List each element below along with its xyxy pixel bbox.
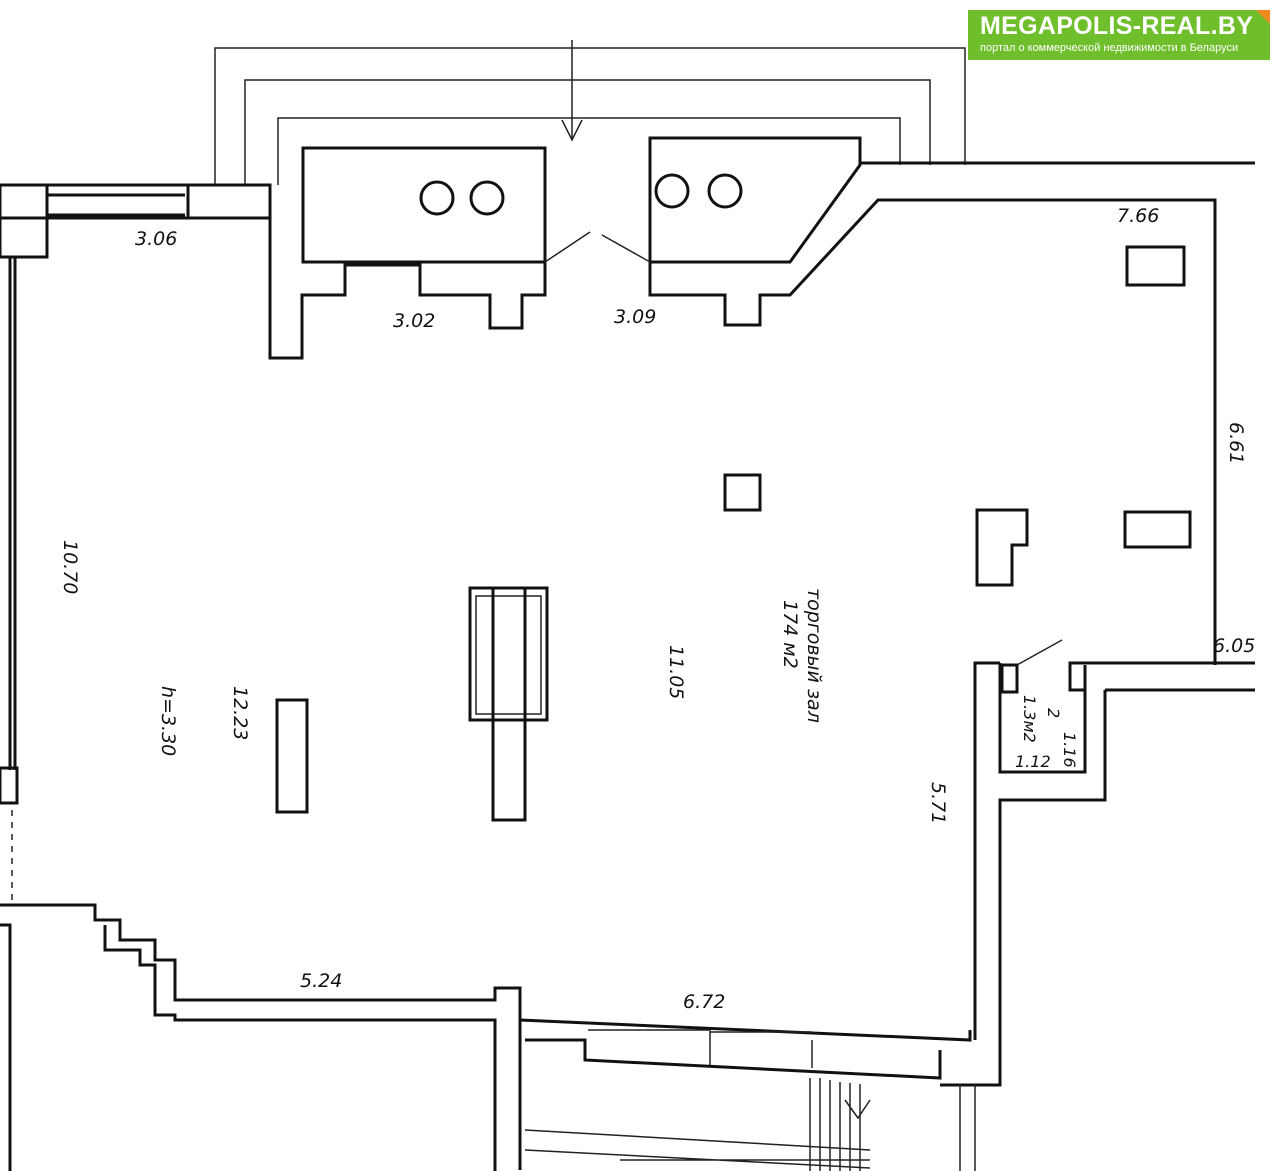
small-room-width: 1.12	[1015, 752, 1051, 771]
entrance-frames	[214, 47, 966, 185]
dim-10-70: 10.70	[59, 540, 81, 594]
dim-3-09: 3.09	[614, 306, 656, 328]
dim-3-06: 3.06	[135, 228, 177, 250]
dim-11-05: 11.05	[665, 645, 687, 699]
dim-6-61: 6.61	[1225, 422, 1247, 464]
room-name: торговый зал	[803, 588, 825, 723]
walls	[0, 40, 1255, 1171]
megapolis-logo[interactable]: MEGAPOLIS-REAL.BY портал о коммерческой …	[968, 10, 1270, 60]
dim-5-71: 5.71	[927, 782, 949, 824]
small-room-number: 2	[1044, 708, 1063, 718]
small-room-depth: 1.16	[1060, 732, 1079, 768]
ceiling-height: h=3.30	[157, 686, 179, 756]
room-area: 174 м2	[779, 600, 801, 669]
dim-6-72: 6.72	[683, 991, 725, 1013]
dim-5-24: 5.24	[300, 970, 342, 992]
logo-corner-fold	[1256, 10, 1270, 24]
logo-title: MEGAPOLIS-REAL.BY	[980, 12, 1254, 40]
dim-7-66: 7.66	[1117, 205, 1159, 227]
dim-6-05: 6.05	[1213, 635, 1255, 657]
small-room-area: 1.3м2	[1020, 695, 1039, 743]
logo-subtitle: портал о коммерческой недвижимости в Бел…	[980, 42, 1239, 54]
dim-3-02: 3.02	[393, 310, 435, 332]
dim-12-23: 12.23	[229, 686, 251, 740]
